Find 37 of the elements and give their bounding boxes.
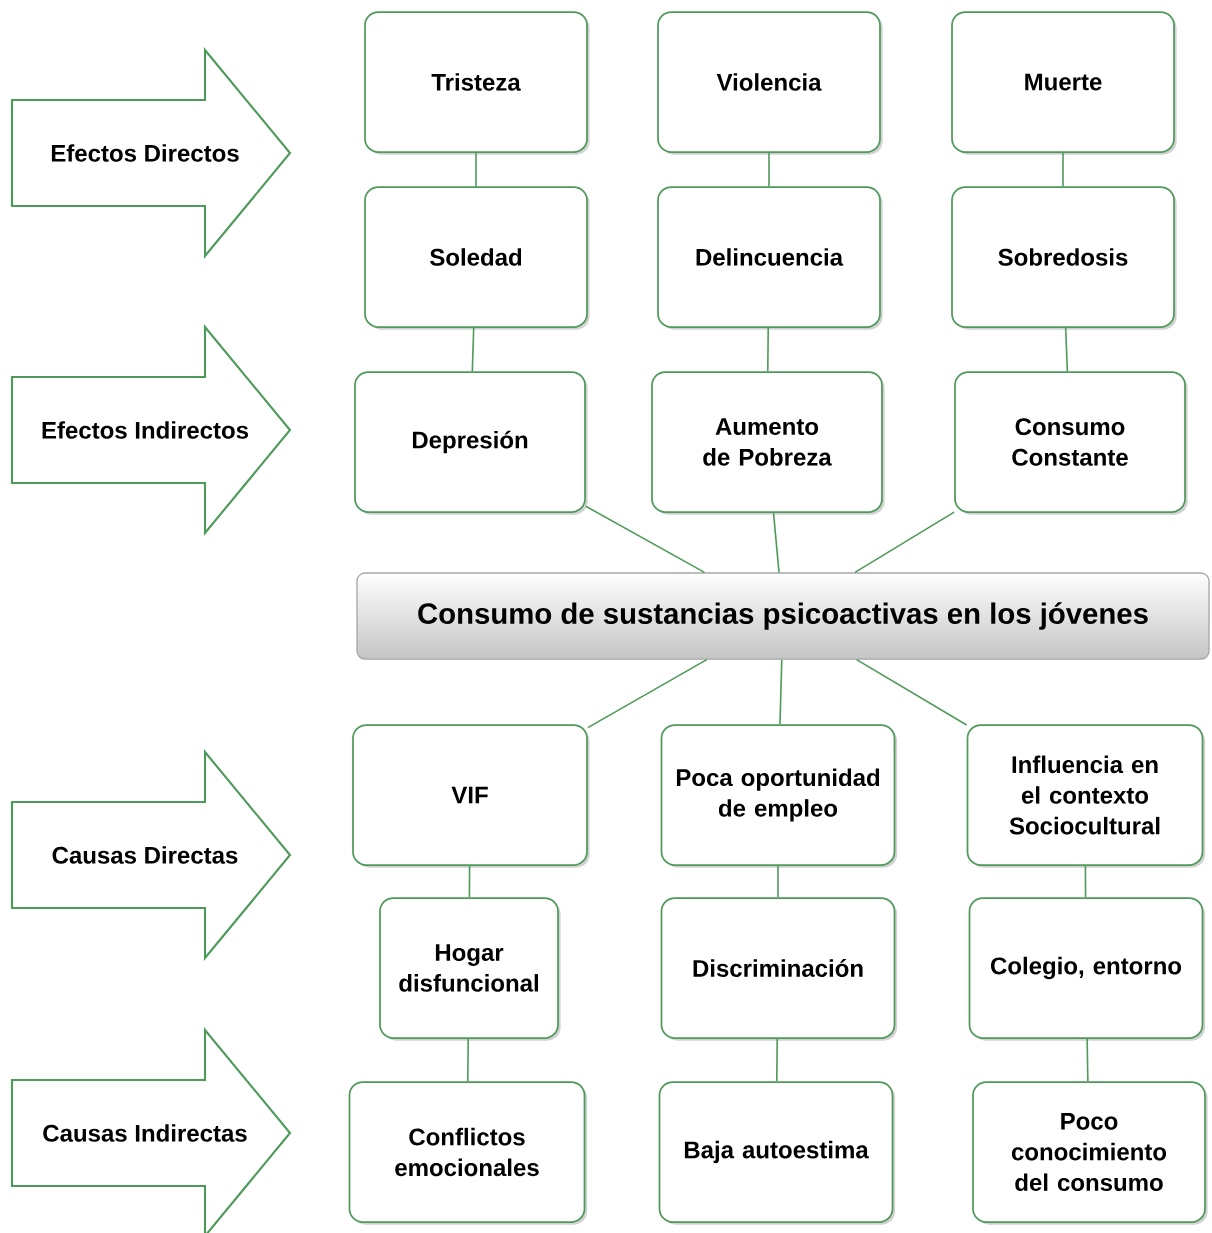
title-bar: Consumo de sustancias psicoactivas en los jóvenes <box>356 572 1210 660</box>
connector-line <box>772 512 780 574</box>
connector-line <box>1062 152 1064 187</box>
text-box: Depresión <box>354 371 588 515</box>
connector-line <box>775 1038 779 1082</box>
text-box: Aumento de Pobreza <box>651 371 885 515</box>
connector-line <box>466 1038 470 1082</box>
connector-line <box>585 505 706 574</box>
text-box: Soledad <box>364 186 590 330</box>
connector-line <box>475 152 477 187</box>
connector-line <box>1086 1038 1089 1082</box>
text-box: Sobredosis <box>951 186 1177 330</box>
connector-line <box>766 327 770 372</box>
text-box: Consumo Constante <box>954 371 1188 515</box>
text-box: Discriminación <box>660 897 898 1041</box>
text-box: Muerte <box>951 11 1177 155</box>
text-box: Hogar disfuncional <box>379 897 561 1041</box>
connector-line <box>777 865 779 898</box>
text-box: Poco conocimiento del consumo <box>972 1081 1208 1225</box>
text-box: VIF <box>352 724 590 868</box>
text-box: Baja autoestima <box>658 1081 896 1225</box>
connector-line <box>471 327 475 372</box>
connector-line <box>779 658 783 725</box>
connector-line <box>468 865 471 898</box>
connector-line <box>768 152 770 187</box>
text-box: Conflictos emocionales <box>348 1081 588 1225</box>
text-box: Influencia en el contexto Sociocultural <box>966 724 1206 868</box>
text-box: Violencia <box>657 11 883 155</box>
text-box: Tristeza <box>364 11 590 155</box>
text-box: Colegio, entorno <box>968 897 1206 1041</box>
text-box: Delincuencia <box>657 186 883 330</box>
connector-line <box>855 658 968 726</box>
connector-line <box>1064 327 1069 372</box>
connector-line <box>587 658 708 729</box>
connector-line <box>1084 865 1087 898</box>
text-box: Poca oportunidad de empleo <box>660 724 898 868</box>
connector-line <box>854 511 955 574</box>
